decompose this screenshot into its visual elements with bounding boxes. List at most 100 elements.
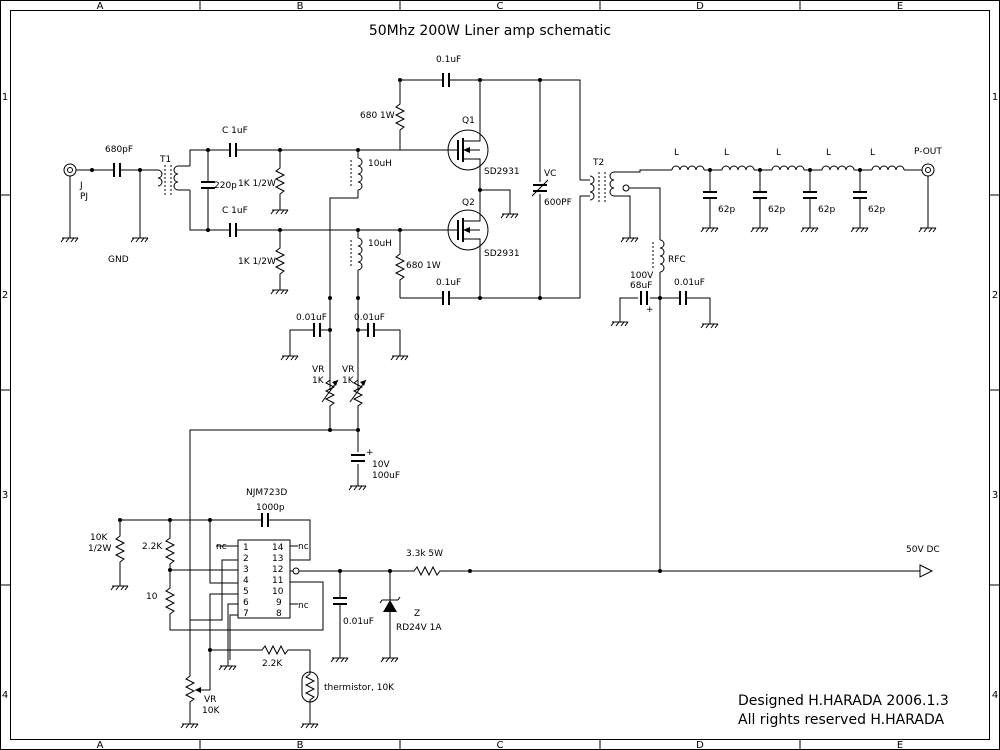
c62-1-label: 62p [718, 205, 735, 215]
row-label-left-2: 2 [2, 290, 8, 301]
q2-label: Q2 [462, 198, 475, 208]
row-label-right-1: 1 [992, 92, 998, 103]
svg-text:5: 5 [243, 587, 249, 597]
zener-label: Z [414, 609, 420, 619]
resistor-10 [165, 583, 175, 619]
vc-value: 600PF [544, 198, 572, 208]
svg-text:+: + [646, 305, 654, 315]
l2-label: L [724, 148, 729, 158]
lpf-shunt-caps [700, 168, 869, 233]
c-in-label: 680pF [105, 145, 133, 155]
svg-text:11: 11 [272, 576, 283, 586]
capacitor-220p [200, 181, 216, 189]
capacitor-001uf-reg [332, 597, 348, 605]
capacitor-001uf-rfc [679, 290, 687, 306]
col-label-bottom-a: A [97, 740, 104, 750]
t2-label: T2 [592, 158, 604, 168]
rfc-label: RFC [668, 255, 686, 265]
mosfet-q2 [447, 190, 489, 298]
c1u-top-label: C 1uF [222, 126, 248, 136]
svg-text:9: 9 [276, 598, 282, 608]
r680-bottom-label: 680 1W [406, 261, 441, 271]
zener-diode [379, 596, 401, 612]
mosfet-q1 [447, 80, 489, 171]
vc-label: VC [544, 169, 556, 179]
svg-text:3: 3 [243, 565, 249, 575]
row-label-right-2: 2 [992, 290, 998, 301]
col-label-top-d: D [696, 1, 704, 12]
col-label-bottom-e: E [897, 740, 903, 750]
jack-label-pj: PJ [80, 192, 88, 202]
zener-value: RD24V 1A [396, 623, 442, 633]
svg-text:1: 1 [243, 543, 249, 553]
resistor-3k3 [409, 566, 445, 576]
capacitor-100uf-electrolytic: + [351, 448, 374, 462]
inductor-10uh-top [357, 157, 363, 191]
capacitor-1uf-bottom [229, 222, 237, 238]
l10u-top-label: 10uH [368, 159, 392, 169]
inductor-l3 [771, 165, 805, 171]
svg-text:2: 2 [243, 554, 249, 564]
svg-text:+: + [366, 448, 374, 458]
col-label-bottom-c: C [497, 740, 504, 750]
resistor-680-bottom [395, 249, 405, 285]
resistor-2k2-vertical [165, 533, 175, 569]
col-label-top-a: A [97, 1, 104, 12]
inductor-l1 [671, 165, 705, 171]
resistor-1k-bottom [275, 243, 285, 279]
col-label-top-b: B [297, 1, 304, 12]
l4-label: L [826, 148, 831, 158]
supply-input-arrow [919, 564, 934, 578]
c68-label: 68uF [630, 281, 652, 291]
transformer-t2 [580, 171, 630, 204]
potentiometer-vr-left [321, 375, 339, 411]
nc-pin8-label: nc [298, 601, 309, 611]
resistor-1k-top [275, 163, 285, 199]
t1-label: T1 [159, 155, 171, 165]
resistor-2k2-horizontal [257, 645, 293, 655]
c100-label: 100uF [372, 471, 400, 481]
c68-voltage-label: 100V [630, 271, 654, 281]
col-label-top-c: C [497, 1, 504, 12]
c1u-bottom-label: C 1uF [222, 206, 248, 216]
c001-reg-label: 0.01uF [343, 617, 374, 627]
r680-top-label: 680 1W [360, 111, 395, 121]
inductor-l4 [821, 165, 855, 171]
schematic-title: 50Mhz 200W Liner amp schematic [369, 23, 611, 39]
v50-label: 50V DC [906, 545, 940, 555]
svg-text:6: 6 [243, 598, 249, 608]
resistor-680-top [395, 99, 405, 135]
row-label-left-1: 1 [2, 92, 8, 103]
svg-text:4: 4 [243, 576, 249, 586]
inductor-l5 [871, 165, 905, 171]
vr-bottom-value: 10K [202, 706, 220, 716]
inductor-rfc [659, 239, 665, 273]
vr-left-label: VR [312, 365, 324, 375]
svg-text:10: 10 [272, 587, 284, 597]
potentiometer-vr-10k [185, 650, 211, 707]
nc-pin14-label: nc [298, 542, 309, 552]
copyright-notice: All rights reserved H.HARADA [738, 712, 945, 728]
c62-4-label: 62p [868, 205, 885, 215]
transformer-t1 [157, 165, 190, 195]
l1-label: L [674, 148, 679, 158]
nc-pin1-label: nc [216, 542, 227, 552]
r10k-label: 10K [90, 533, 108, 543]
c62-2-label: 62p [768, 205, 785, 215]
resistor-10k [115, 531, 125, 567]
q1-label: Q1 [462, 116, 475, 126]
gnd-label: GND [108, 255, 129, 265]
r33k-label: 3.3k 5W [406, 549, 443, 559]
input-jack [60, 163, 94, 243]
row-label-left-4: 4 [2, 690, 8, 701]
col-label-top-e: E [897, 1, 903, 12]
ic-pin-numbers: 1 2 3 4 5 6 7 14 13 12 11 10 9 8 [243, 543, 284, 619]
capacitor-01uf-bottom [442, 290, 450, 306]
capacitor-01uf-top [442, 72, 450, 88]
col-label-bottom-d: D [696, 740, 704, 750]
r10-label: 10 [146, 592, 158, 602]
inductor-10uh-bottom [357, 237, 363, 271]
capacitor-68uf-electrolytic: + [640, 291, 654, 315]
c100-voltage-label: 10V [372, 460, 390, 470]
pout-label: P-OUT [914, 147, 942, 157]
